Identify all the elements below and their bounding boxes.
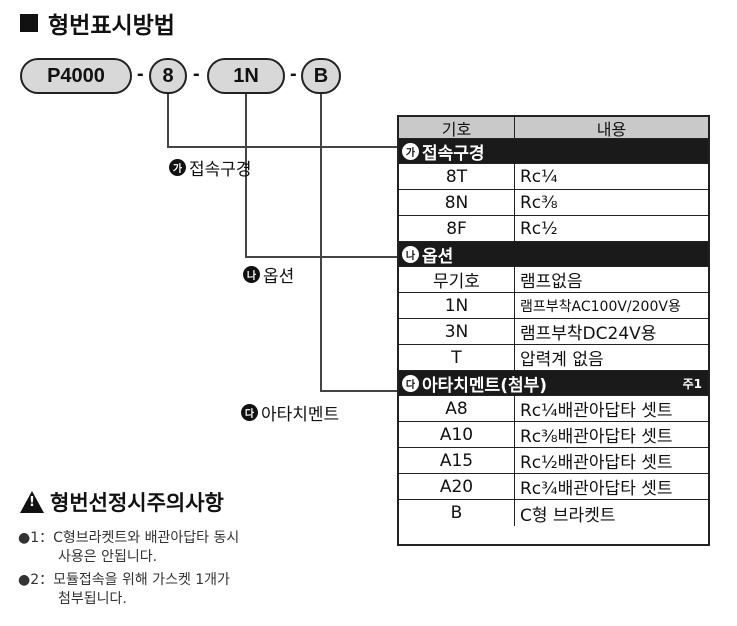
caution-note: ●1：C형브라켓트와 배관아답타 동시 — [18, 530, 239, 547]
row-code: 3N — [399, 319, 515, 344]
badge-na-icon: 나 — [402, 245, 419, 263]
badge-na-icon: 나 — [243, 266, 260, 283]
warning-icon: ! — [20, 491, 44, 513]
row-content: 램프부착AC100V/200V용 — [520, 298, 681, 315]
badge-da-icon: 다 — [241, 404, 258, 421]
label-attachment-text: 아타치멘트 — [261, 405, 340, 425]
row-code: 무기호 — [399, 267, 515, 292]
row-content: Rc⅜배관아답타 셋트 — [520, 427, 673, 447]
connector-line — [167, 146, 397, 148]
model-code-attachment: B — [301, 58, 341, 94]
note-marker: ●1： — [18, 530, 54, 546]
connector-line — [320, 94, 322, 391]
section-option: 나 옵션 — [399, 242, 708, 267]
row-code: T — [399, 345, 515, 370]
section-attachment: 다 아타치멘트(첨부) 주1 — [399, 371, 708, 396]
label-option-text: 옵션 — [263, 267, 295, 287]
row-content: Rc½ — [520, 218, 558, 239]
table-row: 1N 램프부착AC100V/200V용 — [399, 293, 708, 319]
section-title: 아타치멘트(첨부) — [422, 375, 548, 396]
caution-note-continued: 사용은 안됩니다. — [58, 549, 158, 565]
row-code: 8T — [399, 164, 515, 189]
code-separator: - — [290, 63, 297, 85]
model-code-base: P4000 — [20, 58, 132, 94]
code-separator: - — [193, 63, 200, 85]
caution-note-continued: 첨부됩니다. — [58, 591, 127, 607]
caution-title: 형번선정시주의사항 — [50, 491, 224, 515]
label-attachment: 다 아타치멘트 — [241, 400, 339, 425]
table-row: A10 Rc⅜배관아답타 셋트 — [399, 422, 708, 448]
row-content: Rc¾배관아답타 셋트 — [520, 479, 673, 499]
square-bullet-icon — [20, 14, 38, 32]
row-content: 램프부착DC24V용 — [520, 324, 657, 344]
row-code: A8 — [399, 396, 515, 421]
note-marker: ●2： — [18, 572, 54, 588]
header-content: 내용 — [596, 119, 627, 139]
table-header: 기호 내용 — [399, 117, 708, 139]
model-code-option: 1N — [207, 58, 285, 94]
table-row: 8F Rc½ — [399, 216, 708, 242]
badge-da-icon: 다 — [402, 374, 419, 392]
row-code: 8N — [399, 190, 515, 215]
section-title: 형번표시방법 — [20, 8, 175, 39]
row-content: 압력계 없음 — [520, 350, 604, 370]
section-title-text: 형번표시방법 — [48, 13, 175, 39]
table-row: A15 Rc½배관아답타 셋트 — [399, 448, 708, 474]
section-connection: 가 접속구경 — [399, 139, 708, 164]
label-connection-text: 접속구경 — [189, 160, 252, 180]
section-title: 옵션 — [422, 246, 454, 267]
table-row: T 압력계 없음 — [399, 345, 708, 371]
label-option: 나 옵션 — [243, 262, 294, 287]
badge-ga-icon: 가 — [402, 142, 419, 160]
row-content: Rc¼ — [520, 166, 558, 187]
spec-table: 기호 내용 가 접속구경 8T Rc¼ 8N Rc⅜ 8F Rc½ 나 옵션 무… — [397, 115, 710, 546]
caution-heading: ! 형번선정시주의사항 — [20, 487, 224, 517]
label-connection: 가 접속구경 — [169, 155, 252, 180]
table-row: 8N Rc⅜ — [399, 190, 708, 216]
row-content: Rc½배관아답타 셋트 — [520, 453, 673, 473]
footnote-marker: 주1 — [682, 376, 702, 391]
row-content: 램프없음 — [520, 272, 583, 292]
code-separator: - — [137, 63, 144, 85]
row-code: A10 — [399, 422, 515, 447]
note-text: C형브라켓트와 배관아답타 동시 — [53, 530, 240, 546]
table-row: 무기호 램프없음 — [399, 267, 708, 293]
note-text: 모듈접속을 위해 가스켓 1개가 — [53, 572, 230, 588]
table-row: A8 Rc¼배관아답타 셋트 — [399, 396, 708, 422]
row-content: Rc¼배관아답타 셋트 — [520, 401, 673, 421]
connector-line — [167, 94, 169, 147]
row-code: B — [399, 500, 515, 526]
row-content: C형 브라켓트 — [520, 505, 616, 526]
section-title: 접속구경 — [422, 143, 485, 164]
row-code: 1N — [399, 293, 515, 318]
model-code-connection: 8 — [149, 58, 187, 94]
connector-line — [245, 94, 247, 257]
badge-ga-icon: 가 — [169, 159, 186, 176]
caution-note: ●2：모듈접속을 위해 가스켓 1개가 — [18, 572, 230, 589]
table-row: 8T Rc¼ — [399, 164, 708, 190]
table-row: A20 Rc¾배관아답타 셋트 — [399, 474, 708, 500]
connector-line — [320, 390, 397, 392]
row-code: A15 — [399, 448, 515, 473]
table-row: B C형 브라켓트 — [399, 500, 708, 526]
table-row: 3N 램프부착DC24V용 — [399, 319, 708, 345]
row-code: 8F — [399, 216, 515, 241]
row-code: A20 — [399, 474, 515, 499]
row-content: Rc⅜ — [520, 192, 558, 213]
header-code: 기호 — [399, 117, 515, 139]
